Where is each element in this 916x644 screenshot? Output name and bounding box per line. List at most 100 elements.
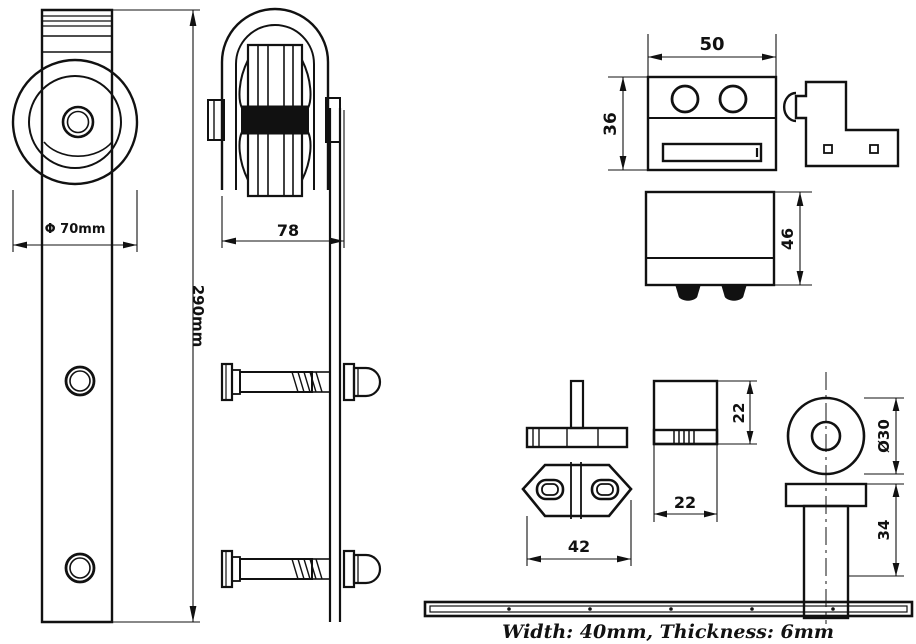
- dim-roller-depth: [221, 110, 345, 248]
- rail-track-body: [423, 600, 914, 618]
- bolt-lower-thread: [291, 558, 323, 580]
- dim-bracket-height: [608, 76, 652, 171]
- door-stopper: [652, 379, 719, 446]
- wall-bracket-body: [646, 75, 778, 172]
- bolt-upper-capnut-dome: [352, 366, 382, 398]
- wall-bracket-hole-right: [718, 84, 748, 114]
- dim-label-bracket-width: 50: [699, 34, 724, 55]
- dim-floor-guide-width: [526, 500, 632, 566]
- roller-mount-plate: [328, 108, 342, 622]
- dim-70-arrow-right: [123, 241, 137, 249]
- dim-label-wheel-diameter: Φ 70mm: [45, 222, 106, 237]
- rail-hole-3: [669, 607, 673, 611]
- bolt-upper-thread-box: [311, 371, 331, 393]
- wall-bracket-slot: [661, 142, 763, 163]
- dim-50-arrow-left: [648, 53, 662, 61]
- dim-78-arrow-right: [330, 237, 344, 245]
- spacer-block-body: [644, 190, 776, 287]
- dim-label-stopper-height: 22: [730, 403, 748, 424]
- dim-d30-arrow-top: [892, 398, 900, 411]
- dim-spacer-height: [770, 191, 812, 286]
- hub-arc: [43, 141, 113, 157]
- standoff-spacer: [784, 482, 868, 620]
- floor-guide-side: [525, 379, 629, 449]
- dim-42-arrow-right: [617, 555, 631, 563]
- dim-46-arrow-bottom: [796, 271, 804, 285]
- dim-stopper-height: [713, 380, 757, 445]
- roller-housing-outer: [220, 7, 330, 190]
- floor-guide-base-side: [525, 426, 629, 449]
- bolt-upper-thread: [291, 371, 323, 393]
- dim-70-arrow-left: [13, 241, 27, 249]
- wall-bracket-side: [783, 80, 900, 168]
- dim-290-arrow-bottom: [189, 606, 197, 622]
- rail-track-inner: [429, 605, 908, 613]
- floor-guide-top: [521, 462, 633, 519]
- dim-label-bracket-height: 36: [601, 112, 621, 136]
- floor-guide-slot-right-inner: [596, 483, 614, 496]
- anti-jump-disc: [786, 372, 866, 624]
- dim-standoff-length: [848, 483, 904, 577]
- bolt-lower-capnut-dome: [352, 553, 382, 585]
- dim-d30-arrow-bottom: [892, 461, 900, 474]
- roller-side-view: [207, 7, 341, 198]
- dim-bracket-width: [647, 34, 777, 80]
- strap-bolt-hole-lower-outer: [64, 552, 96, 584]
- dim-22v-arrow-bottom: [746, 431, 754, 444]
- dim-36-arrow-top: [619, 77, 627, 91]
- bolt-upper: [220, 362, 382, 402]
- wheel-hub-band: [241, 105, 309, 135]
- strap-bolt-hole-upper-inner: [69, 370, 91, 392]
- spacer-block-bolt-right: [721, 284, 747, 301]
- spacer-block-bolt-left: [675, 284, 701, 301]
- dim-22h-arrow-left: [654, 510, 667, 518]
- dim-disc-diameter: [864, 397, 904, 475]
- wall-bracket-hole-left: [670, 84, 700, 114]
- wall-bracket-front: [646, 75, 778, 172]
- roller-wheel-inner: [28, 75, 122, 169]
- dim-label-spacer-height: 46: [778, 228, 797, 250]
- bolt-lower-thread-box: [311, 558, 331, 580]
- strap-bolt-hole-upper-outer: [64, 365, 96, 397]
- l-bracket-hole-right: [869, 144, 879, 154]
- axle-hole-outer: [61, 105, 95, 139]
- dim-label-floor-guide-width: 42: [568, 537, 590, 556]
- dim-label-strap-length: 290mm: [189, 285, 207, 348]
- l-bracket-cap: [783, 91, 797, 123]
- dim-label-stopper-width: 22: [674, 493, 696, 512]
- rail-hole-4: [750, 607, 754, 611]
- spacer-block: [644, 190, 776, 301]
- roller-housing-inner: [235, 24, 315, 190]
- dim-46-arrow-top: [796, 192, 804, 206]
- axle-hole-inner: [66, 110, 90, 134]
- axle-stub-left: [207, 99, 225, 141]
- floor-guide-slot-left-inner: [541, 483, 559, 496]
- dim-34-arrow-bottom: [892, 563, 900, 576]
- dim-label-roller-depth: 78: [277, 221, 299, 240]
- dim-50-arrow-right: [762, 53, 776, 61]
- dim-label-standoff-length: 34: [875, 520, 893, 541]
- floor-guide-slot-right-outer: [590, 478, 620, 501]
- door-stopper-base: [652, 428, 719, 446]
- rail-caption: Width: 40mm, Thickness: 6mm: [502, 621, 834, 643]
- standoff-shaft: [802, 504, 850, 620]
- dim-36-arrow-bottom: [619, 156, 627, 170]
- rail-hole-5: [831, 607, 835, 611]
- dim-34-arrow-top: [892, 484, 900, 497]
- floor-guide-slot-left-outer: [535, 478, 565, 501]
- dim-stopper-width: [653, 444, 718, 522]
- dim-42-arrow-left: [527, 555, 541, 563]
- rail-hole-2: [588, 607, 592, 611]
- dim-290-arrow-top: [189, 10, 197, 26]
- dim-22h-arrow-right: [704, 510, 717, 518]
- dim-strap-length: [112, 9, 200, 623]
- floor-guide-plate: [521, 463, 633, 518]
- strap-bolt-hole-lower-inner: [69, 557, 91, 579]
- dim-22v-arrow-top: [746, 381, 754, 394]
- bolt-lower: [220, 549, 382, 589]
- rail-track: [423, 600, 914, 618]
- roller-wheel-outer: [11, 58, 139, 186]
